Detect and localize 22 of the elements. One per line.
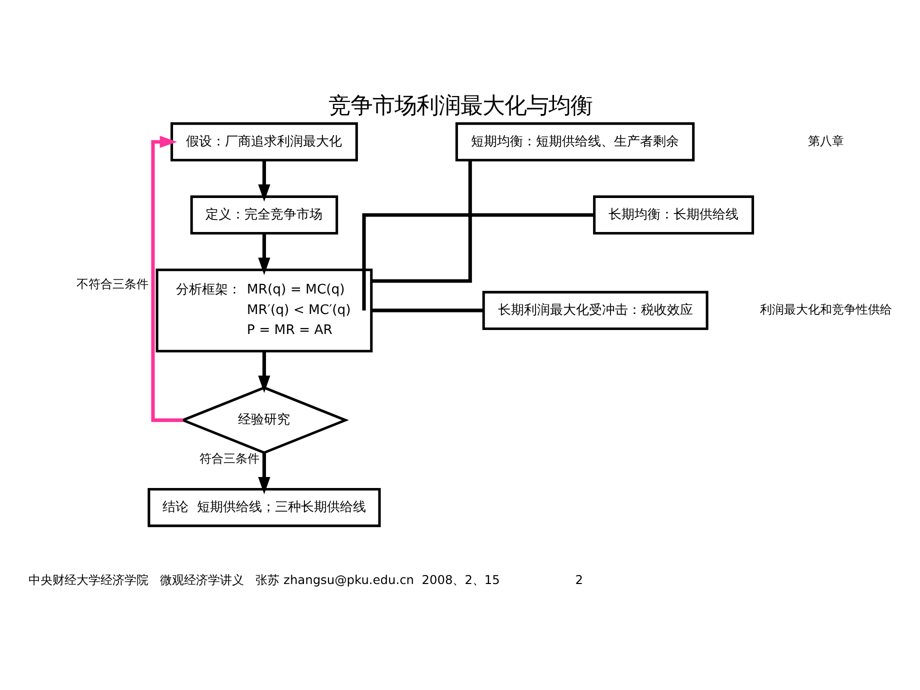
diagram-title: 竞争市场利润最大化与均衡	[328, 93, 592, 120]
arrow	[258, 452, 270, 494]
connector	[371, 308, 483, 312]
node-box: 假设：厂商追求利润最大化	[170, 122, 358, 162]
arrow	[258, 351, 270, 393]
node-box: 结论 短期供给线；三种长期供给线	[147, 488, 380, 528]
arrow	[150, 136, 182, 422]
connector	[371, 160, 472, 283]
label: 2	[574, 572, 582, 587]
arrow	[258, 233, 270, 275]
node-box: 短期均衡：短期供给线、生产者剩余	[454, 122, 694, 162]
label: 第八章	[807, 134, 844, 148]
node-box: 长期利润最大化受冲击：税收效应	[482, 290, 708, 330]
label: 利润最大化和竞争性供给	[759, 302, 892, 317]
node-box: 定义：完全竞争市场	[190, 195, 338, 235]
arrow	[258, 160, 270, 202]
edge-label: 不符合三条件	[76, 277, 148, 292]
node-box: 长期均衡：长期供给线	[592, 195, 754, 235]
node-box: 分析框架： MR(q) = MC(q) MR′(q) < MC′(q) P = MR = AR	[155, 268, 372, 352]
edge-label: 符合三条件	[199, 451, 260, 466]
connector	[362, 213, 594, 310]
label: 中央财经大学经济学院 微观经济学讲义 张苏 zhangsu@pku.edu.cn 2008、2、15	[28, 572, 500, 587]
